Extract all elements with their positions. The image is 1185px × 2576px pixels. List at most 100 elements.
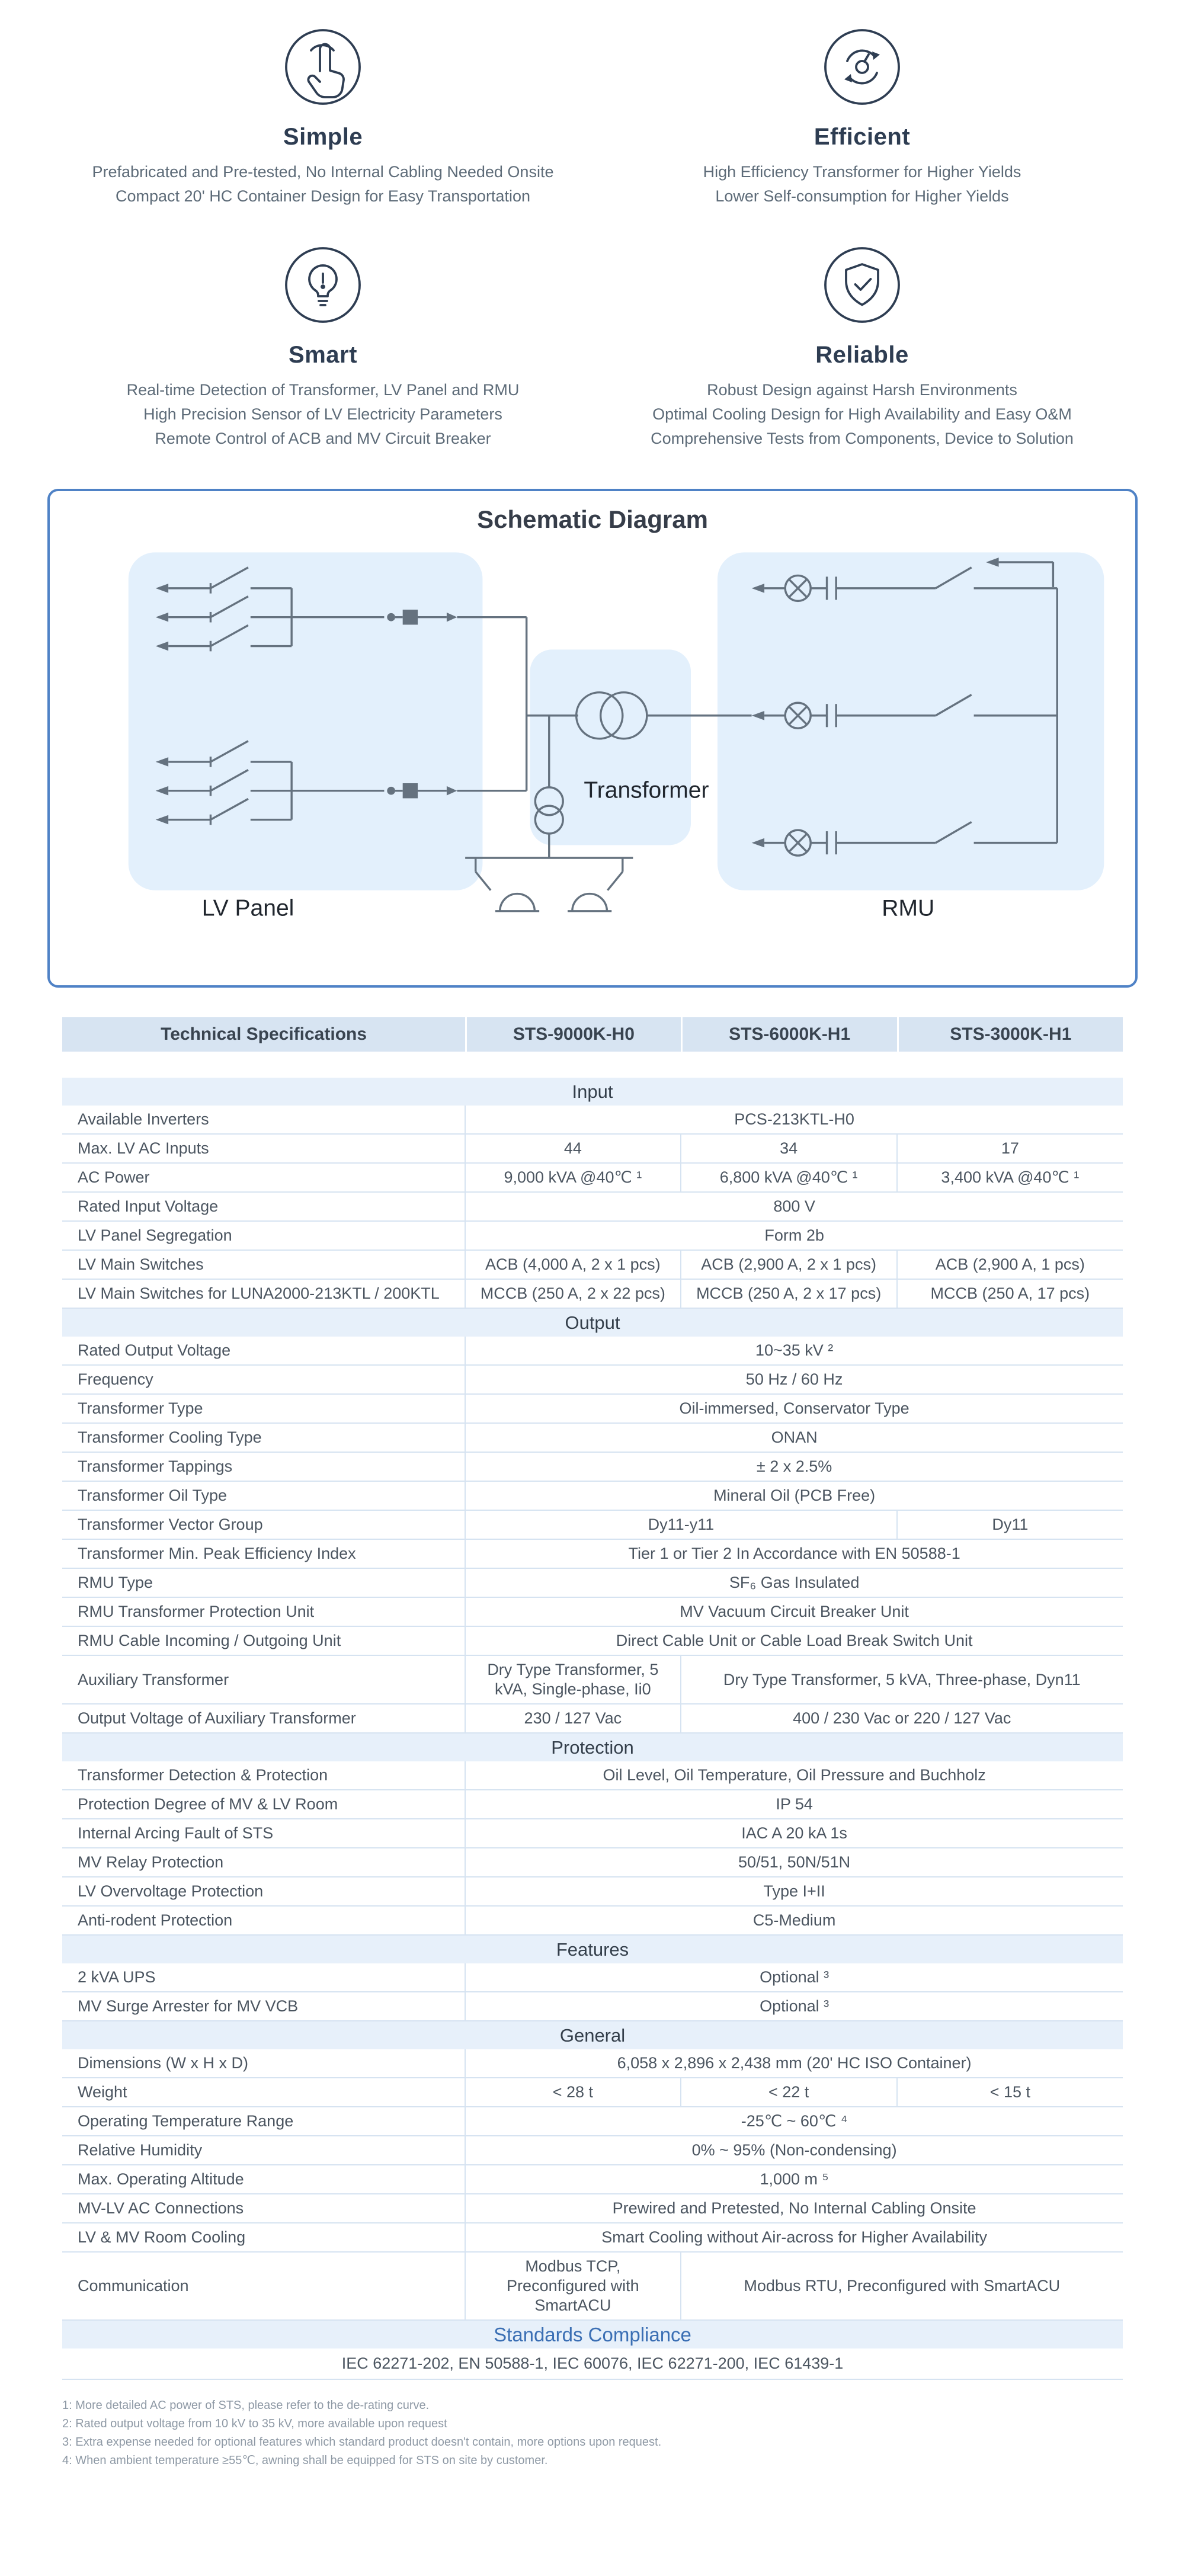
spec-value: MCCB (250 A, 2 x 17 pcs) — [680, 1279, 897, 1309]
feature-line: Robust Design against Harsh Environments — [707, 381, 1017, 399]
spec-value: Smart Cooling without Air-across for Hig… — [465, 2223, 1123, 2253]
spec-value: IP 54 — [465, 1790, 1123, 1819]
spec-label: Weight — [62, 2078, 466, 2107]
spec-value: MCCB (250 A, 17 pcs) — [896, 1279, 1123, 1309]
rmu-region — [717, 552, 1104, 890]
spec-label: MV Surge Arrester for MV VCB — [62, 1992, 466, 2021]
spec-row: Weight< 28 t< 22 t< 15 t — [62, 2078, 1123, 2107]
feature-line: Prefabricated and Pre-tested, No Interna… — [92, 163, 554, 181]
spec-full-value: IEC 62271-202, EN 50588-1, IEC 60076, IE… — [62, 2348, 1123, 2380]
schematic-svg: LV Panel Transformer RMU — [128, 552, 1104, 921]
footnote: 3: Extra expense needed for optional fea… — [62, 2436, 662, 2449]
spec-value: Prewired and Pretested, No Internal Cabl… — [465, 2194, 1123, 2223]
spec-label: Transformer Type — [62, 1394, 466, 1424]
spec-value: PCS-213KTL-H0 — [465, 1106, 1123, 1135]
spec-label: MV-LV AC Connections — [62, 2194, 466, 2223]
spec-value: < 15 t — [896, 2078, 1123, 2107]
spec-label: Dimensions (W x H x D) — [62, 2049, 466, 2078]
spec-value: ACB (2,900 A, 1 pcs) — [896, 1250, 1123, 1280]
feature-smart: Smart Real-time Detection of Transformer… — [53, 245, 592, 451]
section-row: Features — [62, 1935, 1123, 1963]
footnotes: 1: More detailed AC power of STS, please… — [62, 2396, 1123, 2470]
feature-title: Efficient — [814, 124, 911, 150]
section-row: Input — [62, 1078, 1123, 1106]
spec-label: Available Inverters — [62, 1106, 466, 1135]
tap-icon — [283, 27, 363, 107]
spec-label: LV & MV Room Cooling — [62, 2223, 466, 2253]
spec-value: Optional ³ — [465, 1963, 1123, 1992]
spec-label: LV Main Switches — [62, 1250, 466, 1280]
feature-line: Comprehensive Tests from Components, Dev… — [651, 430, 1074, 447]
spec-value: 17 — [896, 1134, 1123, 1164]
spec-value: Dy11-y11 — [465, 1510, 897, 1540]
spec-value: Modbus RTU, Preconfigured with SmartACU — [680, 2252, 1123, 2321]
spec-label: 2 kVA UPS — [62, 1963, 466, 1992]
section-header-input: Input — [62, 1078, 1123, 1106]
spec-value: ACB (2,900 A, 2 x 1 pcs) — [680, 1250, 897, 1280]
spec-value: Modbus TCP, Preconfigured with SmartACU — [465, 2252, 681, 2321]
spec-label: Transformer Tappings — [62, 1452, 466, 1482]
feature-line: Optimal Cooling Design for High Availabi… — [652, 405, 1072, 423]
spec-value: 9,000 kVA @40℃ ¹ — [465, 1163, 681, 1193]
spec-value: 230 / 127 Vac — [465, 1704, 681, 1734]
spec-label: RMU Transformer Protection Unit — [62, 1597, 466, 1627]
spec-row: Transformer Tappings± 2 x 2.5% — [62, 1452, 1123, 1482]
header-sts-6000k-h1: STS-6000K-H1 — [680, 1017, 897, 1052]
footnote: 2: Rated output voltage from 10 kV to 35… — [62, 2417, 447, 2430]
spec-value: Mineral Oil (PCB Free) — [465, 1481, 1123, 1511]
spec-label: Transformer Cooling Type — [62, 1423, 466, 1453]
schematic-diagram: Schematic Diagram — [47, 489, 1138, 988]
efficiency-icon — [822, 27, 902, 107]
spec-label: Transformer Min. Peak Efficiency Index — [62, 1539, 466, 1569]
spec-value: < 22 t — [680, 2078, 897, 2107]
feature-line: Remote Control of ACB and MV Circuit Bre… — [155, 430, 491, 447]
spec-value: Type I+II — [465, 1877, 1123, 1907]
feature-line: High Precision Sensor of LV Electricity … — [143, 405, 502, 423]
section-row: Standards Compliance — [62, 2320, 1123, 2348]
section-header-general: General — [62, 2021, 1123, 2049]
section-header-output: Output — [62, 1308, 1123, 1337]
spec-label: LV Overvoltage Protection — [62, 1877, 466, 1907]
spec-value: 6,058 x 2,896 x 2,438 mm (20' HC ISO Con… — [465, 2049, 1123, 2078]
spec-value: 1,000 m ⁵ — [465, 2165, 1123, 2194]
spec-value: 800 V — [465, 1192, 1123, 1222]
spec-value: < 28 t — [465, 2078, 681, 2107]
spec-value: Direct Cable Unit or Cable Load Break Sw… — [465, 1626, 1123, 1656]
spec-value: ACB (4,000 A, 2 x 1 pcs) — [465, 1250, 681, 1280]
spec-value: 400 / 230 Vac or 220 / 127 Vac — [680, 1704, 1123, 1734]
spec-label: Rated Input Voltage — [62, 1192, 466, 1222]
spec-value: Optional ³ — [465, 1992, 1123, 2021]
spec-row: LV Main Switches for LUNA2000-213KTL / 2… — [62, 1279, 1123, 1309]
spec-value: 3,400 kVA @40℃ ¹ — [896, 1163, 1123, 1193]
footnote: 4: When ambient temperature ≥55℃, awning… — [62, 2454, 548, 2467]
spec-value: 6,800 kVA @40℃ ¹ — [680, 1163, 897, 1193]
spec-value: MV Vacuum Circuit Breaker Unit — [465, 1597, 1123, 1627]
spec-label: Communication — [62, 2252, 466, 2321]
spec-label: Protection Degree of MV & LV Room — [62, 1790, 466, 1819]
section-row: Protection — [62, 1733, 1123, 1761]
section-row: Output — [62, 1308, 1123, 1337]
section-row: General — [62, 2021, 1123, 2049]
spec-value: Tier 1 or Tier 2 In Accordance with EN 5… — [465, 1539, 1123, 1569]
spec-label: RMU Cable Incoming / Outgoing Unit — [62, 1626, 466, 1656]
